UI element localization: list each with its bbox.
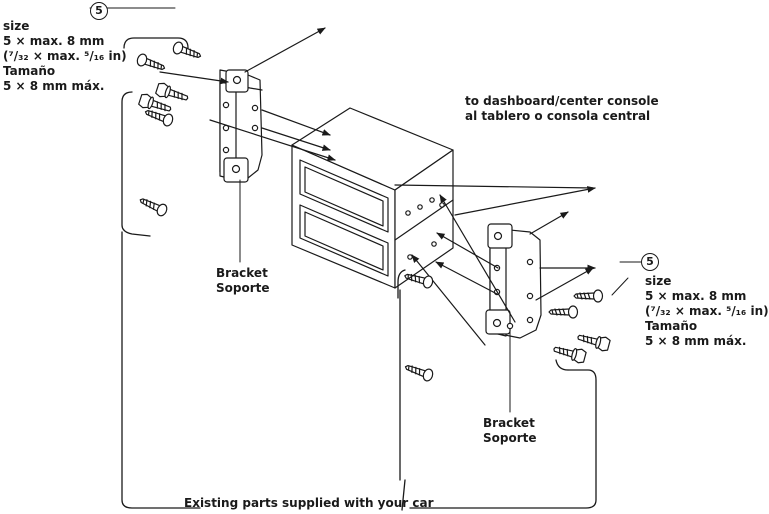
screw-size-right: size 5 × max. 8 mm (⁷/₃₂ × max. ⁵/₁₆ in)…: [645, 274, 769, 349]
screw-size-right-line3: (⁷/₃₂ × max. ⁵/₁₆ in): [645, 304, 769, 318]
bracket-left: [219, 69, 263, 183]
console-label: to dashboard/center console al tablero o…: [465, 94, 659, 124]
console-label-line2: al tablero o consola central: [465, 109, 651, 123]
radio-unit: [291, 107, 454, 289]
screw-size-right-line4: Tamaño: [645, 319, 698, 333]
installation-diagram: 5 5 size 5 × max. 8 mm (⁷/₃₂ × max. ⁵/₁₆…: [3, 2, 769, 511]
bracket-right: [485, 223, 542, 339]
screw-size-right-line5: 5 × 8 mm máx.: [645, 334, 747, 348]
screw-size-left-line1: size: [3, 19, 30, 33]
callout-5-top: 5: [90, 2, 108, 20]
screw-size-left: size 5 × max. 8 mm (⁷/₃₂ × max. ⁵/₁₆ in)…: [3, 19, 127, 94]
direction-arrows: [159, 27, 596, 346]
screw-size-right-line1: size: [645, 274, 672, 288]
diagram-drawing: [89, 7, 649, 511]
screw-size-left-line4: Tamaño: [3, 64, 56, 78]
bracket-right-line2: Soporte: [483, 431, 537, 445]
screw-size-right-line2: 5 × max. 8 mm: [645, 289, 747, 303]
existing-parts-caption: Existing parts supplied with your car: [184, 496, 434, 510]
bracket-left-line2: Soporte: [216, 281, 270, 295]
screw-size-left-line3: (⁷/₃₂ × max. ⁵/₁₆ in): [3, 49, 127, 63]
screw-size-left-line5: 5 × 8 mm máx.: [3, 79, 105, 93]
existing-parts-bracket: [121, 37, 597, 511]
bracket-left-label: Bracket Soporte: [216, 266, 270, 296]
screw-size-left-line2: 5 × max. 8 mm: [3, 34, 105, 48]
callout-5-right: 5: [641, 253, 659, 271]
bracket-left-line1: Bracket: [216, 266, 268, 280]
bracket-right-line1: Bracket: [483, 416, 535, 430]
bracket-right-label: Bracket Soporte: [483, 416, 537, 446]
console-label-line1: to dashboard/center console: [465, 94, 659, 108]
